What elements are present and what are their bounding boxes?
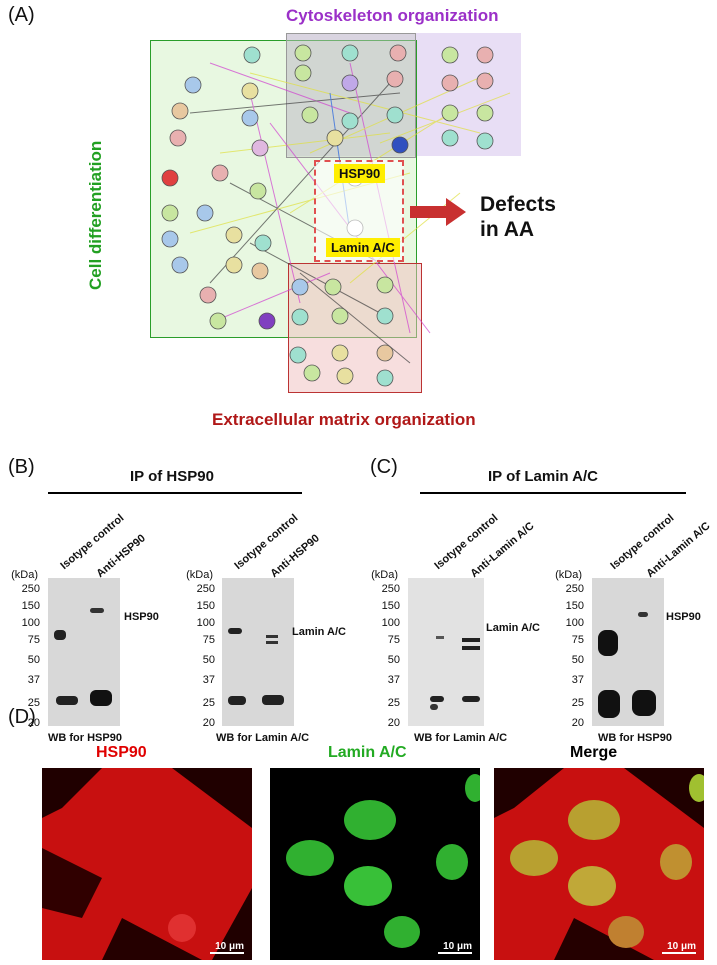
defects-line1: Defects [480, 193, 556, 216]
marker-20: 20 [571, 717, 584, 729]
image-title-lamin: Lamin A/C [328, 744, 407, 761]
marker-20: 20 [387, 717, 400, 729]
ecm-label: Extracellular matrix organization [212, 410, 476, 429]
blot-b2-footer: WB for Lamin A/C [216, 732, 310, 744]
scale-label-lamin: 10 μm [443, 941, 472, 952]
marker-75: 75 [202, 634, 215, 646]
kda-unit: (kDa) [371, 569, 398, 581]
marker-25: 25 [202, 697, 215, 709]
micrograph-lamin: 10 μm [270, 768, 480, 960]
kda-unit: (kDa) [11, 569, 38, 581]
marker-50: 50 [202, 654, 215, 666]
blot-c2-footer: WB for HSP90 [598, 732, 672, 744]
marker-25: 25 [571, 697, 584, 709]
blot-b1-footer: WB for HSP90 [48, 732, 122, 744]
cell-differentiation-label: Cell differentiation [86, 140, 105, 290]
lamin-tag: Lamin A/C [326, 238, 400, 257]
micrograph-merge: 10 μm [494, 768, 704, 960]
marker-75: 75 [571, 634, 584, 646]
marker-100: 100 [381, 617, 400, 629]
defects-text: Defects in AA [480, 192, 556, 242]
marker-50: 50 [27, 654, 40, 666]
marker-75: 75 [387, 634, 400, 646]
image-title-hsp90: HSP90 [96, 744, 147, 761]
marker-25: 25 [27, 697, 40, 709]
panel-b-title: IP of HSP90 [130, 468, 214, 485]
arrow-icon [410, 198, 466, 226]
cytoskeleton-label: Cytoskeleton organization [286, 6, 499, 25]
scale-bar [662, 952, 696, 954]
scale-bar [210, 952, 244, 954]
kda-unit: (kDa) [186, 569, 213, 581]
marker-20: 20 [27, 717, 40, 729]
panel-label-c: (C) [370, 456, 398, 478]
blot-b2 [222, 578, 294, 726]
blot-c2-band-label: HSP90 [666, 611, 701, 623]
scale-label-merge: 10 μm [667, 941, 696, 952]
marker-37: 37 [27, 674, 40, 686]
marker-50: 50 [571, 654, 584, 666]
panel-label-b: (B) [8, 456, 35, 478]
hsp90-tag: HSP90 [334, 164, 386, 183]
blot-c2 [592, 578, 664, 726]
micrograph-hsp90: 10 μm [42, 768, 252, 960]
marker-100: 100 [565, 617, 584, 629]
kda-unit: (kDa) [555, 569, 582, 581]
scale-bar [438, 952, 472, 954]
image-title-merge: Merge [570, 744, 618, 761]
defects-line2: in AA [480, 218, 535, 241]
marker-150: 150 [21, 600, 40, 612]
blot-c1-band-label: Lamin A/C [486, 622, 540, 634]
panel-c-title: IP of Lamin A/C [488, 468, 599, 485]
marker-250: 250 [196, 583, 215, 595]
marker-75: 75 [27, 634, 40, 646]
marker-100: 100 [196, 617, 215, 629]
blot-c1 [408, 578, 484, 726]
marker-37: 37 [387, 674, 400, 686]
panel-b-underline [48, 492, 302, 494]
marker-150: 150 [196, 600, 215, 612]
marker-37: 37 [571, 674, 584, 686]
blot-b2-band-label: Lamin A/C [292, 626, 346, 638]
marker-20: 20 [202, 717, 215, 729]
marker-150: 150 [565, 600, 584, 612]
blot-b1-band-label: HSP90 [124, 611, 159, 623]
blot-b1 [48, 578, 120, 726]
marker-100: 100 [21, 617, 40, 629]
marker-50: 50 [387, 654, 400, 666]
scale-label-hsp90: 10 μm [215, 941, 244, 952]
marker-250: 250 [565, 583, 584, 595]
marker-250: 250 [381, 583, 400, 595]
panel-label-a: (A) [8, 4, 35, 26]
marker-150: 150 [381, 600, 400, 612]
blot-c1-footer: WB for Lamin A/C [414, 732, 508, 744]
marker-250: 250 [21, 583, 40, 595]
panel-label-d: (D) [8, 706, 36, 728]
panel-c-underline [420, 492, 686, 494]
marker-25: 25 [387, 697, 400, 709]
marker-37: 37 [202, 674, 215, 686]
